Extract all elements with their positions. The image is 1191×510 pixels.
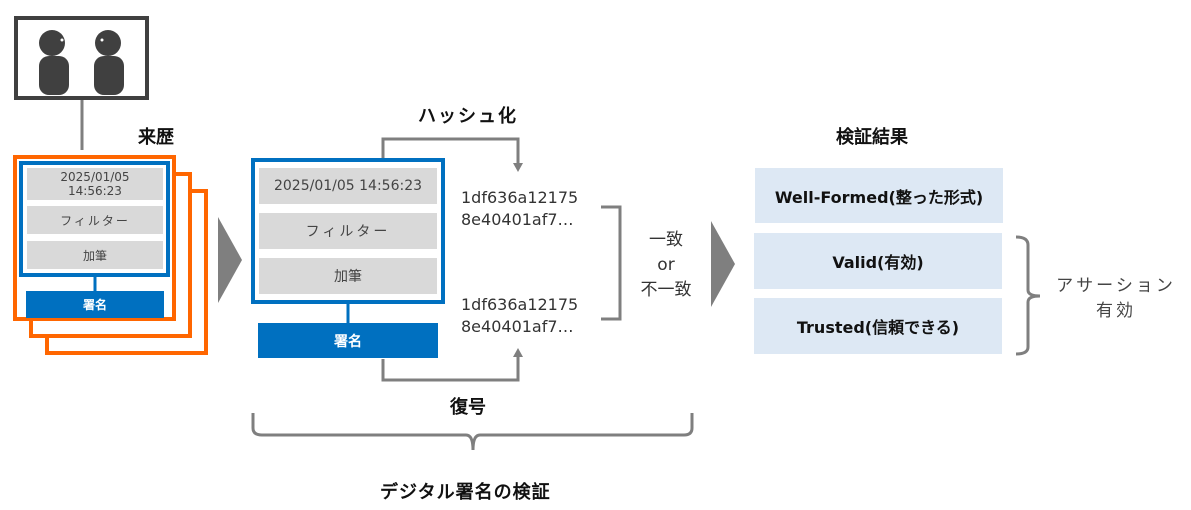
history-title: 来歴	[138, 127, 174, 148]
compare-result: 一致 or 不一致	[628, 228, 704, 303]
decrypt-label: 復号	[450, 397, 486, 418]
hash-bottom-line-1: 1df636a12175	[461, 295, 579, 314]
hash-value-top: 1df636a12175 8e40401af7…	[461, 187, 578, 231]
compare-bracket	[601, 205, 622, 321]
arrow-down-icon	[513, 163, 523, 172]
history-field-filter: フィルター	[27, 206, 163, 234]
compare-mismatch: 不一致	[640, 280, 692, 300]
result-trusted: Trusted(信頼できる)	[754, 298, 1002, 354]
result-valid: Valid(有効)	[754, 233, 1002, 289]
people-conversation-icon	[39, 30, 124, 95]
verification-field-filter: フィルター	[259, 213, 437, 249]
assertion-label: アサーション 有効	[1046, 274, 1186, 324]
arrow-up-icon	[513, 348, 523, 357]
hash-connector	[381, 137, 520, 164]
history-field-timestamp: 2025/01/05 14:56:23	[27, 168, 163, 200]
verification-field-edit: 加筆	[259, 258, 437, 294]
decrypt-connector	[381, 356, 520, 382]
assertion-label-line-1: アサーション	[1056, 276, 1176, 296]
arrow-right-icon	[711, 221, 735, 307]
assertion-label-line-2: 有効	[1096, 301, 1136, 321]
hash-top-line-2: 8e40401af7…	[461, 210, 574, 229]
verification-field-timestamp: 2025/01/05 14:56:23	[259, 168, 437, 204]
hash-bottom-line-2: 8e40401af7…	[461, 317, 574, 336]
results-title: 検証結果	[836, 127, 908, 148]
hash-top-line-1: 1df636a12175	[461, 188, 579, 207]
verification-brace	[251, 413, 694, 451]
history-field-edit: 加筆	[27, 241, 163, 269]
result-well-formed: Well-Formed(整った形式)	[755, 168, 1003, 223]
compare-match: 一致	[649, 230, 683, 250]
verification-signature: 署名	[258, 323, 438, 358]
compare-or: or	[657, 255, 675, 275]
history-signature: 署名	[26, 291, 164, 318]
people-frame	[14, 16, 149, 100]
hash-value-bottom: 1df636a12175 8e40401af7…	[461, 294, 578, 338]
arrow-right-icon	[218, 217, 242, 303]
assertion-brace	[1015, 235, 1041, 356]
hash-label: ハッシュ化	[418, 106, 518, 127]
verification-caption: デジタル署名の検証	[380, 482, 551, 503]
